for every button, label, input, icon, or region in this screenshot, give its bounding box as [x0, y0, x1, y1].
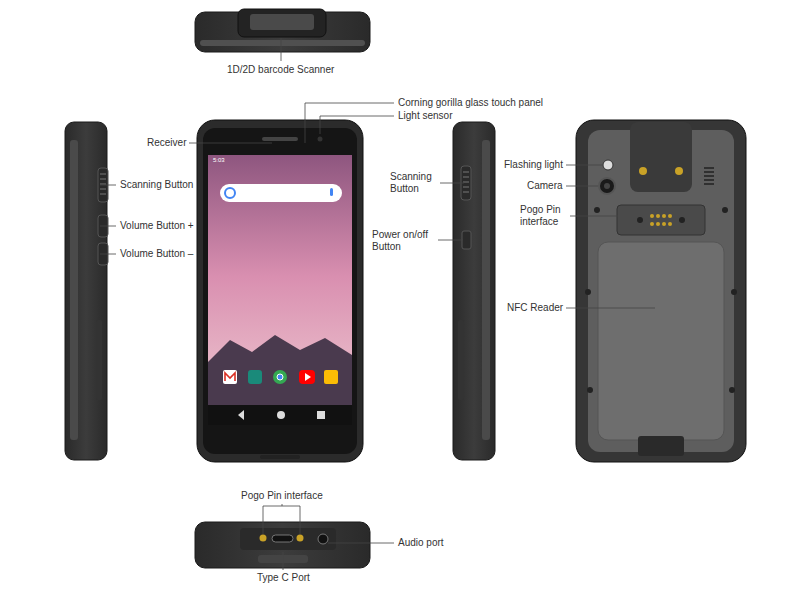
callout-label: Pogo Pin interface	[520, 204, 568, 228]
callout-label: 1D/2D barcode Scanner	[227, 64, 334, 76]
top-view	[195, 9, 370, 52]
callout-label: Scanning Button	[390, 171, 438, 195]
callout-label: Pogo Pin interface	[241, 490, 323, 502]
callout-label: Flashing light	[504, 159, 563, 171]
callout-label: Volume Button +	[120, 220, 194, 232]
bottom-view	[195, 522, 370, 568]
callout-label: Corning gorilla glass touch panel	[398, 97, 543, 109]
back-view	[576, 120, 746, 462]
callout-label: Power on/off Button	[372, 229, 436, 253]
callout-label: Light sensor	[398, 110, 452, 122]
callout-label: Audio port	[398, 537, 444, 549]
callout-label: Volume Button –	[120, 248, 193, 260]
left-side-view	[65, 122, 108, 460]
status-time: 5:03	[213, 157, 225, 164]
leader-lines	[100, 38, 655, 570]
callout-label: Camera	[527, 180, 563, 192]
callout-label: Scanning Button	[120, 179, 193, 191]
callout-label: Type C Port	[257, 572, 310, 584]
callout-label: Receiver	[147, 137, 186, 149]
front-view	[197, 120, 363, 462]
right-side-view	[453, 122, 495, 460]
callout-label: NFC Reader	[507, 302, 563, 314]
